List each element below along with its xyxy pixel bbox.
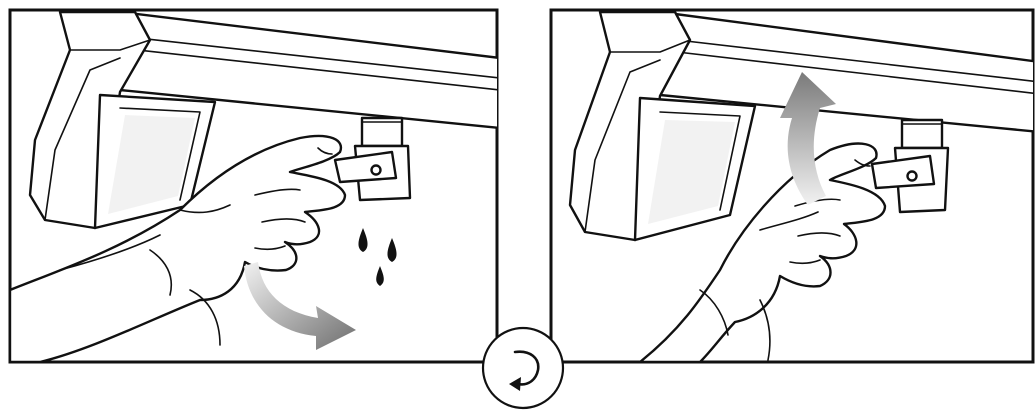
right-panel (551, 10, 1035, 362)
left-valve-screw (372, 166, 381, 175)
badge-circle (483, 328, 563, 408)
right-valve-screw (908, 172, 917, 181)
rotation-badge (483, 328, 563, 408)
left-panel (10, 10, 500, 362)
